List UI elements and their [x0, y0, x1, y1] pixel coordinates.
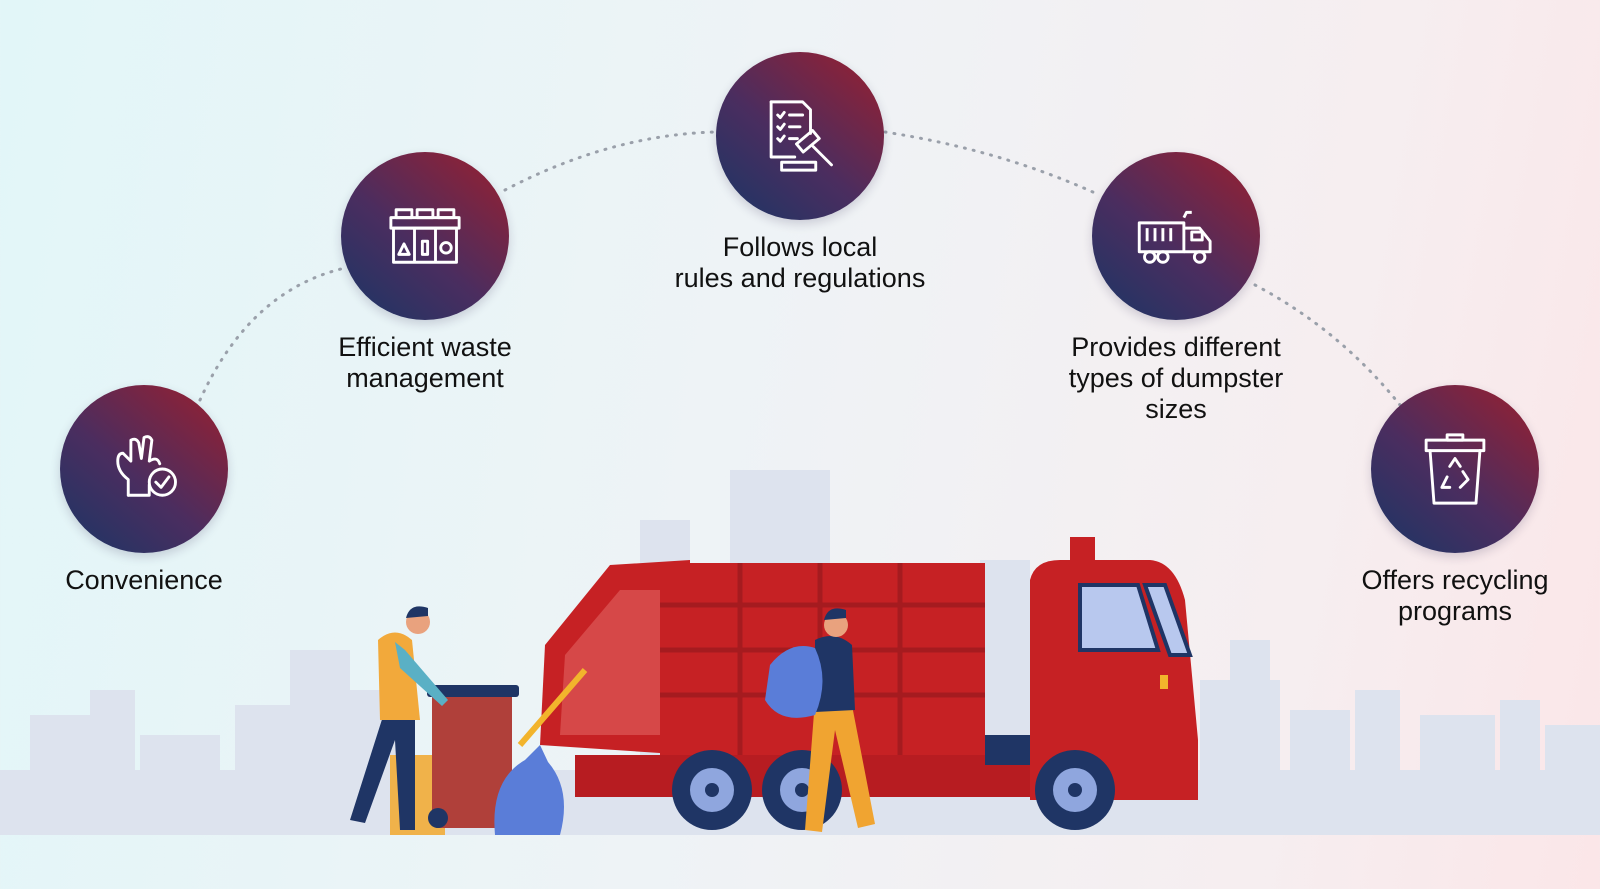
dotted-arc [198, 130, 1402, 407]
trash-bags [494, 745, 564, 835]
feature-circle [716, 52, 884, 220]
feature-label: Provides different types of dumpster siz… [1068, 332, 1284, 424]
feature-label: Efficient waste management [338, 332, 512, 393]
feature-local-rules: Follows local rules and regulations [650, 52, 950, 294]
ok-hand-check-icon [116, 435, 177, 497]
waste-bins-icon [389, 208, 461, 264]
worker-with-bag [765, 608, 875, 832]
worker-with-bin [350, 606, 519, 835]
feature-label: Follows local rules and regulations [674, 232, 926, 293]
checklist-gavel-icon [769, 100, 833, 172]
feature-dumpster-sizes: Provides different types of dumpster siz… [1026, 152, 1326, 425]
feature-label: Offers recycling programs [1361, 565, 1549, 626]
feature-circle [341, 152, 509, 320]
feature-label: Convenience [65, 565, 223, 595]
recycling-bin-icon [1424, 433, 1486, 505]
dump-truck-icon [1137, 210, 1212, 264]
feature-recycling: Offers recycling programs [1305, 385, 1600, 627]
feature-efficient-waste: Efficient waste management [275, 152, 575, 394]
feature-circle [60, 385, 228, 553]
feature-convenience: Convenience [0, 385, 294, 596]
feature-circle [1092, 152, 1260, 320]
feature-circle [1371, 385, 1539, 553]
